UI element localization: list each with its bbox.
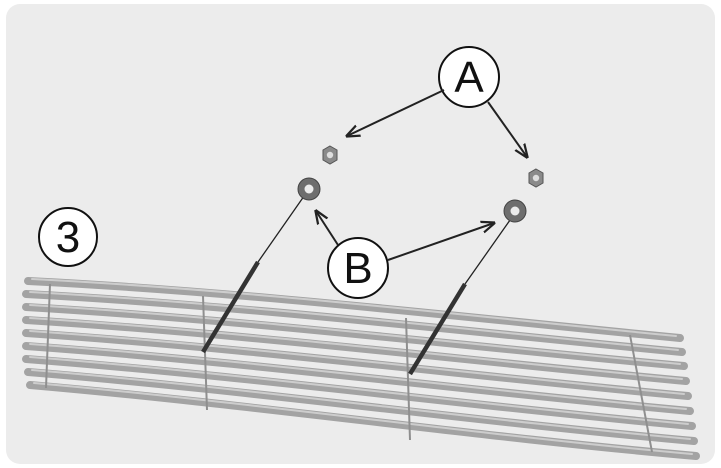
step-number-badge: 3 xyxy=(38,207,98,267)
grille-vertical-supports xyxy=(45,283,653,453)
callout-b-label: B xyxy=(343,244,372,293)
hex-nut-icon xyxy=(322,145,338,165)
callout-b-leader-left xyxy=(316,211,339,246)
step-number: 3 xyxy=(56,213,80,262)
callout-a-label: A xyxy=(454,53,484,102)
grille-bar-highlights xyxy=(29,278,693,455)
callout-a-leader-right xyxy=(487,101,527,157)
threaded-stud-icon xyxy=(201,188,310,354)
washer-icon xyxy=(503,199,527,223)
callout-a-leader-left xyxy=(347,89,445,136)
callout-b: B xyxy=(316,211,494,299)
hex-nut-icon xyxy=(528,168,544,188)
callout-a: A xyxy=(347,46,527,157)
washer-icon xyxy=(297,177,321,201)
threaded-stud-icon xyxy=(408,212,516,376)
grille-icon xyxy=(22,277,700,460)
callout-b-leader-right xyxy=(387,223,494,261)
grille-bars xyxy=(22,277,700,460)
